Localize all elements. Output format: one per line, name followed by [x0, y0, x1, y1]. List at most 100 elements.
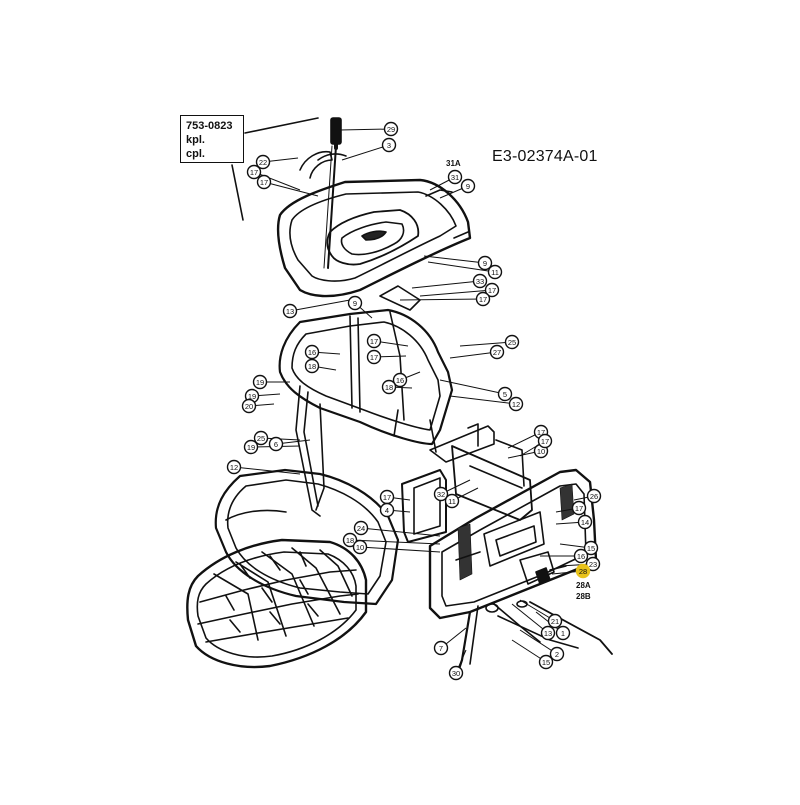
part-number: 14: [581, 518, 589, 527]
callout-bubble: [252, 374, 268, 390]
part-callout-17[interactable]: 17: [475, 291, 491, 307]
part-callout-13[interactable]: 13: [540, 625, 556, 641]
callout-bubble: [447, 169, 463, 185]
part-callout-15[interactable]: 15: [538, 654, 554, 670]
part-number: 10: [537, 447, 545, 456]
part-number: 13: [544, 629, 552, 638]
part-callout-26[interactable]: 26: [586, 488, 602, 504]
part-number: 25: [257, 434, 265, 443]
part-callout-19[interactable]: 19: [243, 439, 259, 455]
part-callout-1[interactable]: 1: [555, 625, 571, 641]
leader-line: [449, 395, 517, 405]
leader-line: [399, 298, 484, 301]
label-28B: 28B: [576, 592, 591, 601]
part-callout-17[interactable]: 17: [366, 349, 382, 365]
part-callout-6[interactable]: 6: [268, 436, 284, 452]
part-callout-19[interactable]: 19: [252, 374, 268, 390]
callout-bubble: [253, 430, 269, 446]
leader-line: [439, 379, 506, 395]
callout-bubble: [475, 291, 491, 307]
part-number: 3: [387, 141, 391, 150]
part-callout-14[interactable]: 14: [577, 514, 593, 530]
part-number: 5: [503, 390, 507, 399]
label-28A: 28A: [576, 581, 591, 590]
part-callout-32[interactable]: 32: [433, 486, 449, 502]
part-callout-18[interactable]: 18: [342, 532, 358, 548]
diagram-code: E3-02374A-01: [492, 148, 598, 165]
part-number: 10: [356, 543, 364, 552]
callout-bubble: [484, 282, 500, 298]
callout-bubble: [577, 514, 593, 530]
callout-bubble: [381, 137, 397, 153]
part-number: 18: [385, 383, 393, 392]
part-callout-22[interactable]: 22: [255, 154, 271, 170]
part-callout-15[interactable]: 15: [583, 540, 599, 556]
part-number: 18: [346, 536, 354, 545]
part-callout-31[interactable]: 31: [447, 169, 463, 185]
part-callout-29[interactable]: 29: [383, 121, 399, 137]
part-callout-9[interactable]: 9: [347, 295, 363, 311]
part-callout-16[interactable]: 16: [304, 344, 320, 360]
part-callout-17[interactable]: 17: [366, 333, 382, 349]
part-callout-28[interactable]: 28: [575, 563, 591, 579]
part-callout-5[interactable]: 5: [497, 386, 513, 402]
adjust-lever: [323, 117, 342, 269]
part-callout-20[interactable]: 20: [241, 398, 257, 414]
part-callout-11[interactable]: 11: [487, 264, 503, 280]
part-callout-17[interactable]: 17: [246, 164, 262, 180]
callout-bubble: [571, 500, 587, 516]
part-callout-18[interactable]: 18: [304, 358, 320, 374]
part-callout-27[interactable]: 27: [489, 344, 505, 360]
part-callout-21[interactable]: 21: [547, 613, 563, 629]
callout-bubble: [497, 386, 513, 402]
kit-number-box: 753-0823 kpl. cpl.: [180, 115, 244, 163]
seat-frame: [278, 308, 454, 517]
callout-bubble: [472, 273, 488, 289]
part-callout-18[interactable]: 18: [381, 379, 397, 395]
part-callout-2[interactable]: 2: [549, 646, 565, 662]
part-callout-17[interactable]: 17: [571, 500, 587, 516]
part-callout-12[interactable]: 12: [226, 459, 242, 475]
part-callout-16[interactable]: 16: [392, 372, 408, 388]
part-callout-9[interactable]: 9: [460, 178, 476, 194]
part-number: 2: [555, 650, 559, 659]
part-number: 13: [286, 307, 294, 316]
part-callout-11[interactable]: 11: [444, 493, 460, 509]
callout-bubble: [547, 613, 563, 629]
callout-bubble: [508, 396, 524, 412]
part-callout-24[interactable]: 24: [353, 520, 369, 536]
part-callout-33[interactable]: 33: [472, 273, 488, 289]
part-number: 17: [575, 504, 583, 513]
part-callout-7[interactable]: 7: [433, 640, 449, 656]
part-callout-16[interactable]: 16: [573, 548, 589, 564]
part-number: 9: [483, 259, 487, 268]
part-number: 21: [551, 617, 559, 626]
part-callout-17[interactable]: 17: [484, 282, 500, 298]
callout-bubble: [282, 303, 298, 319]
kit-abbrev-kpl: kpl.: [186, 134, 205, 146]
part-number: 1: [561, 629, 565, 638]
part-callout-17[interactable]: 17: [379, 489, 395, 505]
part-number: 16: [396, 376, 404, 385]
part-callout-23[interactable]: 23: [585, 556, 601, 572]
callout-bubble: [444, 493, 460, 509]
leader-line: [349, 539, 441, 545]
part-number: 25: [508, 338, 516, 347]
leader-line: [263, 181, 319, 197]
part-callout-10[interactable]: 10: [352, 539, 368, 555]
part-callout-17[interactable]: 17: [537, 433, 553, 449]
part-number: 20: [245, 402, 253, 411]
part-callout-9[interactable]: 9: [477, 255, 493, 271]
part-callout-25[interactable]: 25: [253, 430, 269, 446]
part-callout-25[interactable]: 25: [504, 334, 520, 350]
part-callout-3[interactable]: 3: [381, 137, 397, 153]
part-callout-4[interactable]: 4: [379, 502, 395, 518]
callout-bubble: [448, 665, 464, 681]
part-number: 17: [383, 493, 391, 502]
callout-bubble: [366, 349, 382, 365]
part-callout-12[interactable]: 12: [508, 396, 524, 412]
part-callout-13[interactable]: 13: [282, 303, 298, 319]
part-callout-17[interactable]: 17: [256, 174, 272, 190]
part-callout-30[interactable]: 30: [448, 665, 464, 681]
